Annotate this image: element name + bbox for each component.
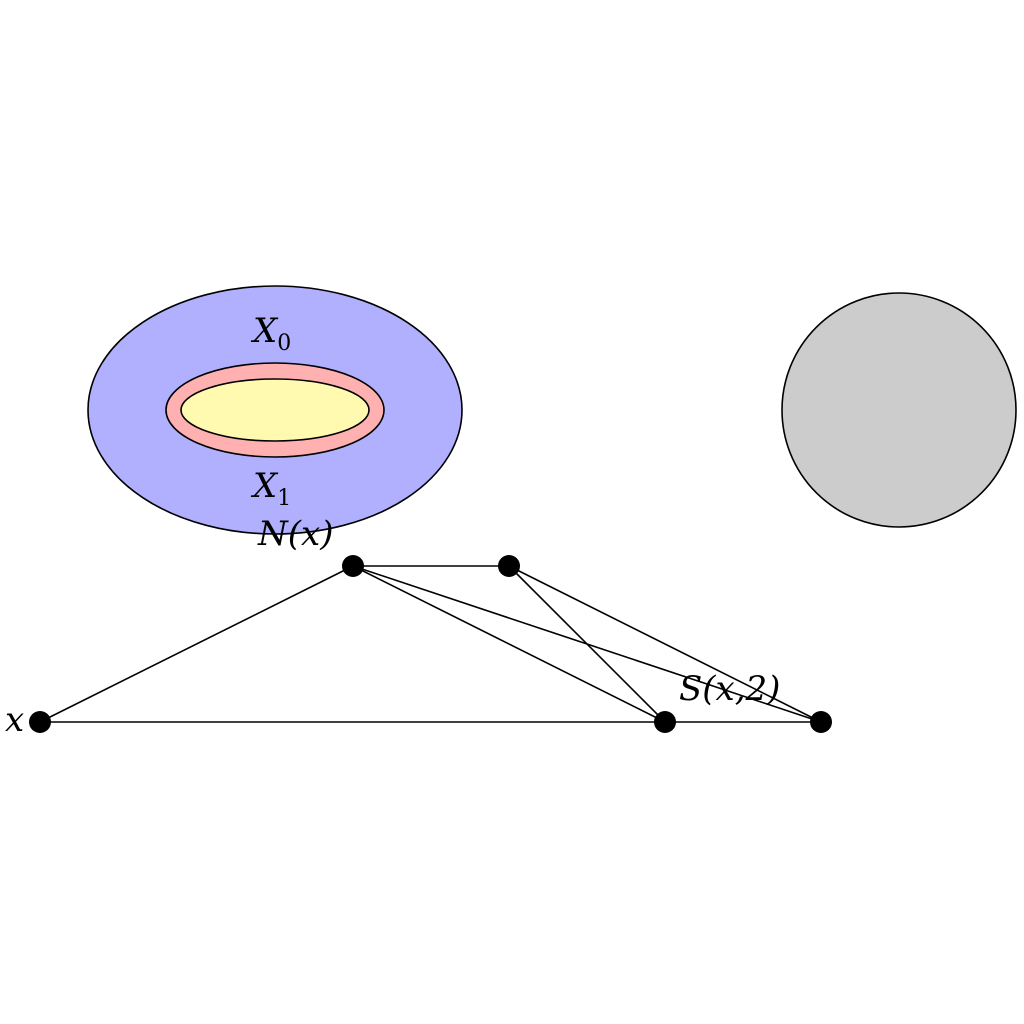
label-x0: X0 — [250, 311, 291, 356]
node-x — [29, 711, 51, 733]
label-x1-base: X — [250, 466, 279, 506]
core-set-x1 — [180, 378, 370, 442]
node-a — [342, 555, 364, 577]
node-b — [498, 555, 520, 577]
node-d — [810, 711, 832, 733]
label-x1-sub: 1 — [277, 486, 291, 511]
node-c — [654, 711, 676, 733]
edge-a-c — [352, 565, 666, 723]
label-x0-base: X — [250, 311, 279, 351]
label-neighborhood: N(x) — [257, 514, 333, 554]
nested-sets: X0 X1 — [87, 285, 463, 535]
edge-b-d — [508, 565, 822, 723]
label-x0-sub: 0 — [277, 331, 291, 356]
grey-disk — [781, 292, 1017, 528]
edge-b-c — [508, 565, 666, 723]
graph-nodes — [29, 555, 832, 733]
graph-edges — [39, 565, 822, 723]
label-sphere: S(x,2) — [679, 669, 780, 709]
edge-x-a — [39, 565, 354, 723]
label-node-x: x — [5, 700, 24, 740]
label-x1: X1 — [250, 466, 291, 511]
